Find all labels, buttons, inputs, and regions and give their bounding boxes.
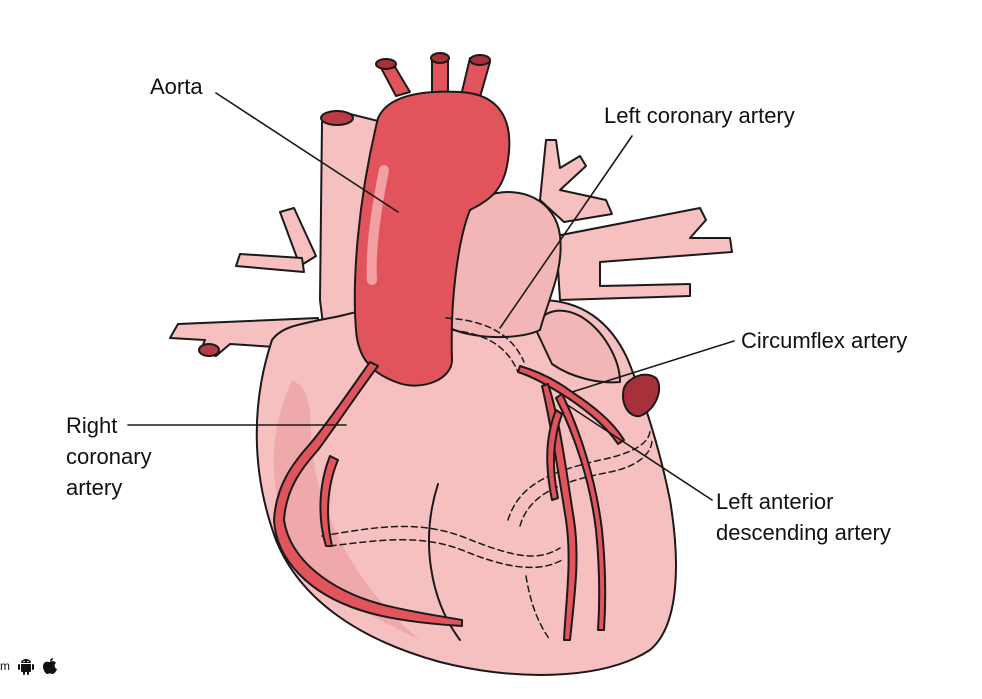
footer-text: m xyxy=(0,659,10,673)
label-rca-line-3: artery xyxy=(66,475,123,500)
pulmonary-branches-right xyxy=(539,139,733,301)
apple-icon[interactable] xyxy=(42,657,58,675)
leader-circumflex xyxy=(571,340,735,393)
left-coronary-system xyxy=(517,365,625,641)
label-right-coronary-artery: Right coronary artery xyxy=(66,410,152,503)
left-auricle xyxy=(535,309,621,384)
leader-left-coronary xyxy=(499,135,633,329)
aorta xyxy=(353,52,511,387)
label-lad-line-1: Left anterior xyxy=(716,489,834,514)
rca-branch xyxy=(319,455,339,547)
leader-lines xyxy=(127,92,735,501)
label-left-coronary-artery: Left coronary artery xyxy=(604,103,795,128)
hidden-vessels xyxy=(321,317,653,641)
left-atrium-cut xyxy=(622,373,661,418)
android-icon[interactable] xyxy=(18,657,34,675)
label-lad-line-2: descending artery xyxy=(716,520,891,545)
label-left-anterior-descending-artery: Left anterior descending artery xyxy=(716,486,891,548)
label-rca-line-2: coronary xyxy=(66,444,152,469)
pulmonary-branches-left xyxy=(169,207,321,357)
right-coronary-artery-vessel xyxy=(273,361,463,627)
leader-aorta xyxy=(215,92,399,213)
leader-lad xyxy=(565,403,713,501)
label-circumflex-artery: Circumflex artery xyxy=(741,328,908,353)
label-rca-line-1: Right xyxy=(66,413,118,438)
footer-bar: m xyxy=(0,654,58,678)
label-aorta: Aorta xyxy=(150,74,203,99)
